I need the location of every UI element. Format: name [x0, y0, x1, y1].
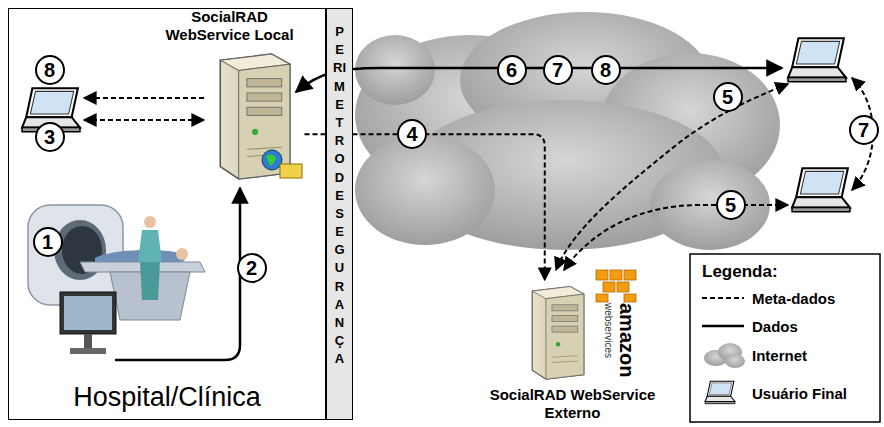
logo-text: webservices — [603, 303, 613, 358]
legend-text: Usuário Final — [752, 385, 847, 402]
callout-number: 5 — [713, 82, 743, 112]
external-server: SocialRAD WebService Externo — [480, 280, 665, 424]
callout-number: 8 — [35, 55, 65, 85]
callout-number: 6 — [497, 55, 527, 85]
local-server: SocialRAD WebService Local — [155, 8, 305, 184]
callout-number: 7 — [849, 115, 879, 145]
callout-number: 5 — [716, 190, 746, 220]
callout-number: 8 — [591, 55, 621, 85]
callout-number: 7 — [543, 55, 573, 85]
node-text: Hospital/Clínica — [9, 382, 325, 413]
legend-text: Dados — [752, 318, 798, 335]
legend-text: Meta-dados — [752, 290, 835, 307]
callout-number: 1 — [33, 227, 63, 257]
callout-number: 2 — [237, 253, 267, 283]
logo-text: amazon — [617, 303, 637, 377]
legend-title: Legenda: — [702, 262, 778, 282]
node-text: SocialRAD WebService Externo — [480, 386, 665, 422]
node-text: PERIMETRO DE SEGURANÇA — [333, 23, 346, 369]
legend-text: Internet — [752, 347, 807, 364]
callout-number: 3 — [35, 122, 65, 152]
security-perimeter: PERIMETRO DE SEGURANÇA — [326, 8, 353, 420]
node-text: SocialRAD WebService Local — [155, 8, 305, 44]
callout-number: 4 — [397, 119, 427, 149]
